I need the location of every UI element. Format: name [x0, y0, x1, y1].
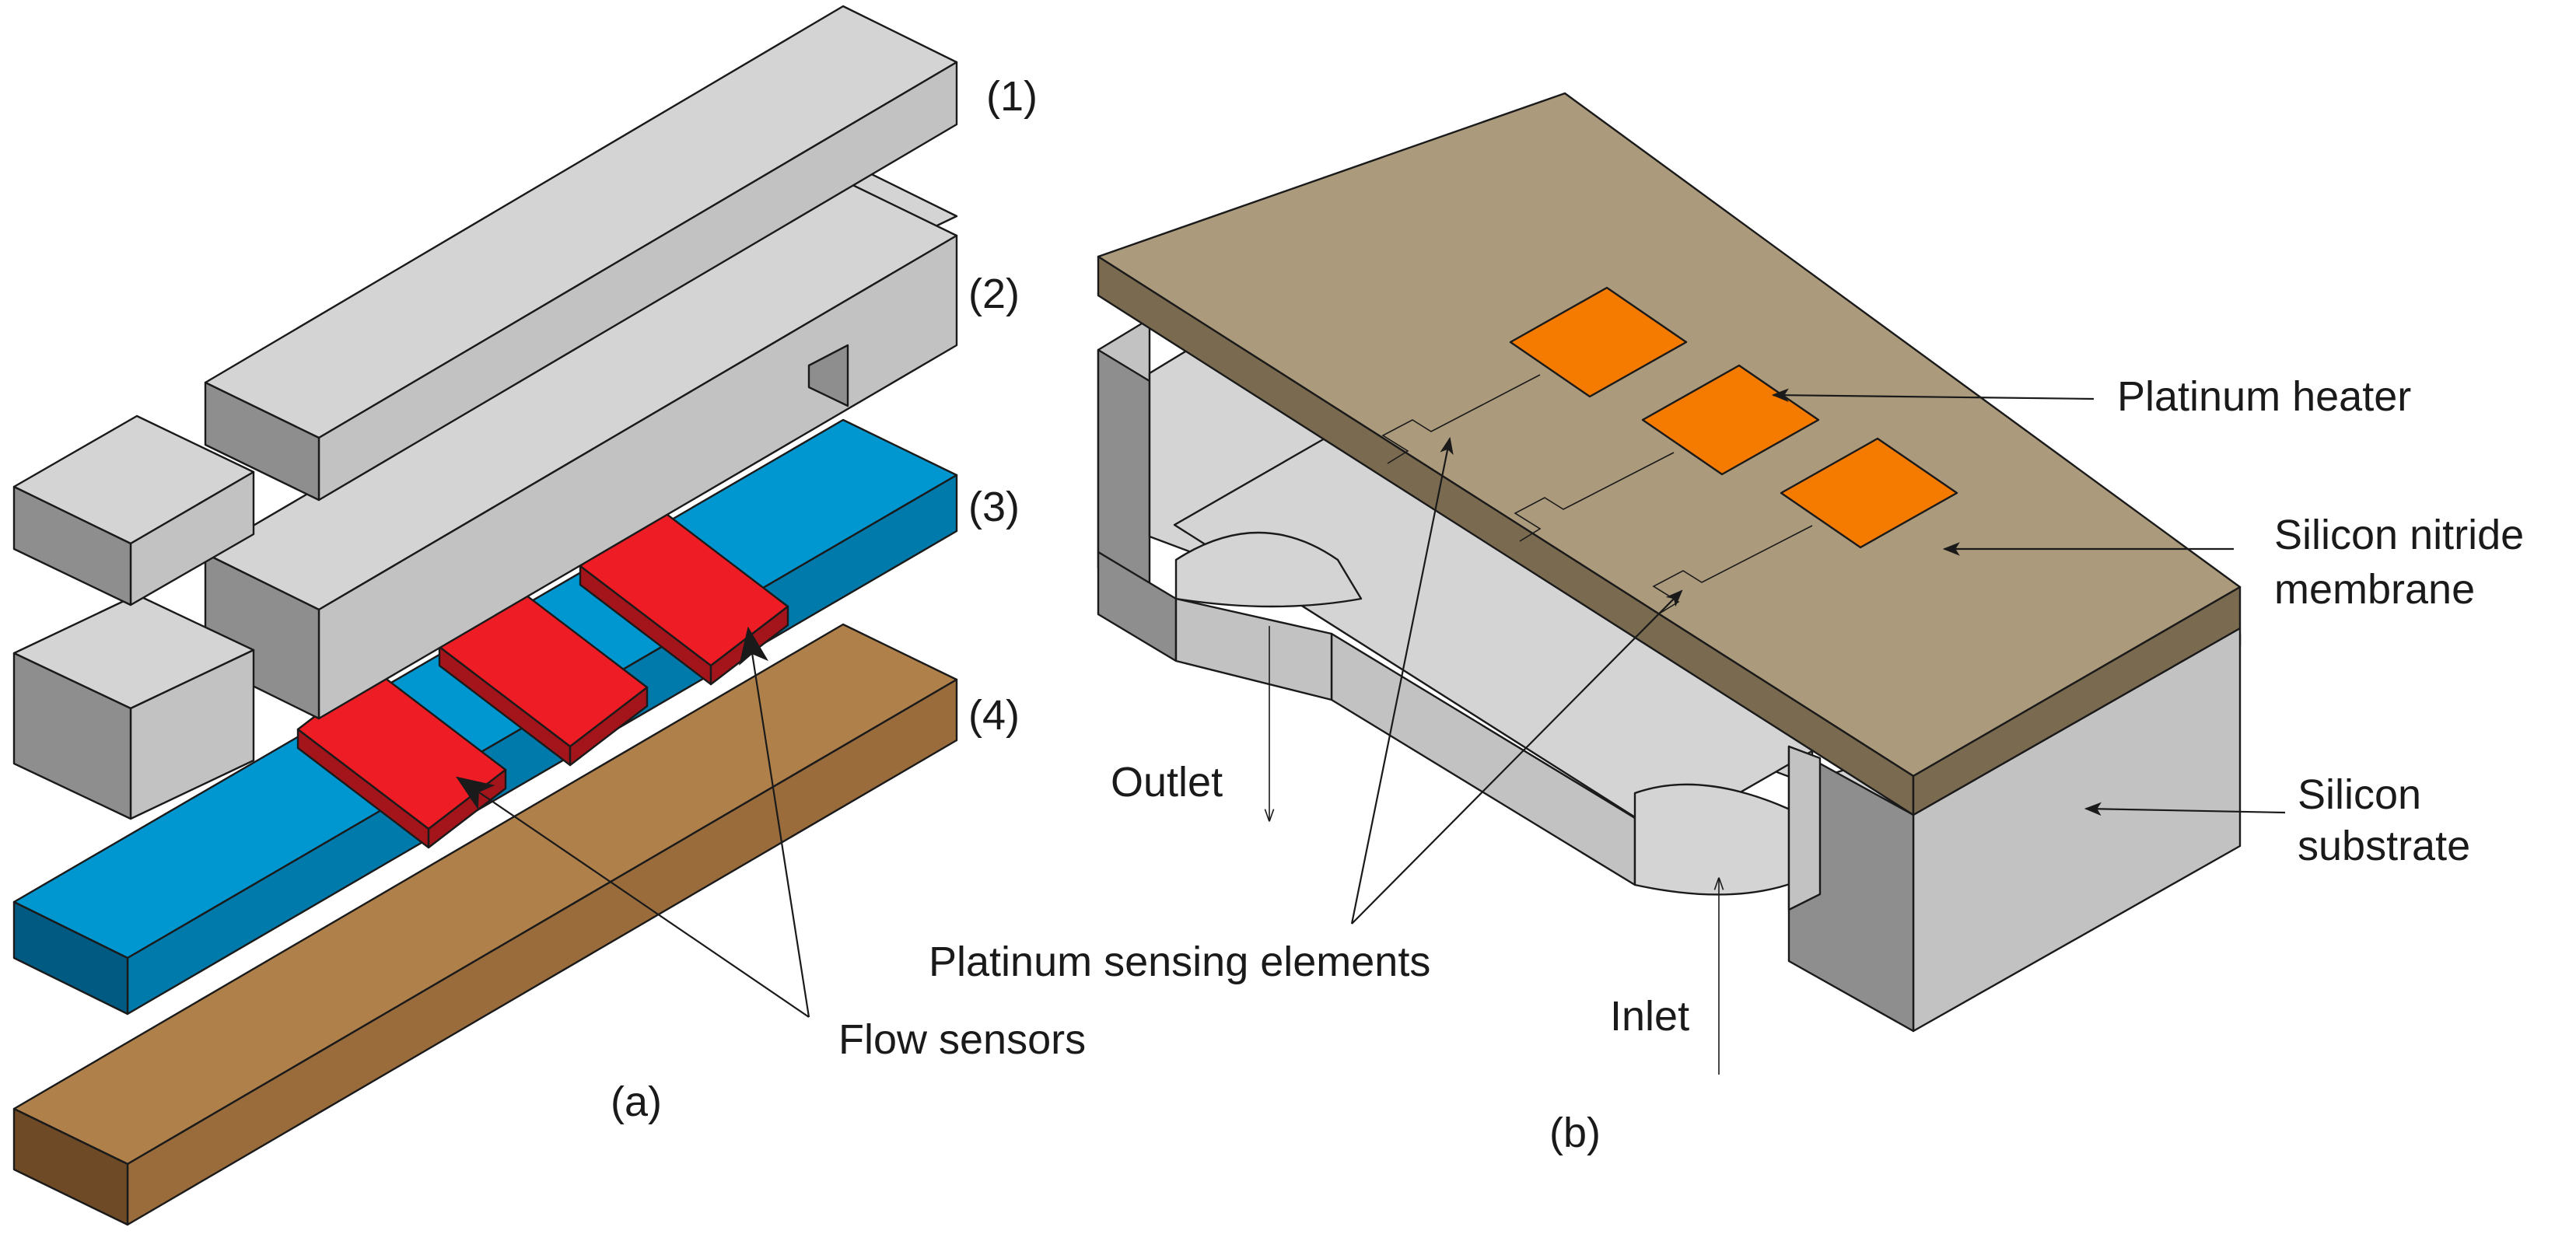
sensing-leader — [1350, 436, 1454, 925]
flow-sensor-pads — [296, 505, 789, 849]
substrate-leader — [2084, 802, 2286, 816]
layer-label: (4) — [968, 692, 1020, 739]
flow-sensor-pad — [438, 586, 649, 767]
platinum-trace — [1381, 374, 1541, 464]
layer-label: (1) — [986, 73, 1038, 120]
sensing-leader — [1351, 589, 1683, 925]
platinum-pad — [1509, 286, 1688, 398]
inlet-label: Inlet — [1610, 993, 1689, 1040]
leader-line — [739, 626, 810, 1018]
leader-line — [456, 776, 810, 1018]
membrane-label-line1: Silicon nitride — [2274, 512, 2524, 558]
substrate-label-line1: Silicon — [2298, 771, 2421, 818]
substrate-label-line2: substrate — [2298, 823, 2470, 869]
layer-label: (3) — [968, 484, 1020, 530]
heater-label: Platinum heater — [2117, 373, 2411, 420]
flow-sensors-label: Flow sensors — [838, 1016, 1086, 1063]
panel-b-caption: (b) — [1549, 1110, 1601, 1156]
layer-label: (2) — [968, 271, 1020, 317]
platinum-pad — [1780, 437, 1958, 549]
panel-a-exploded-stack: (1) (2) (3) (4) Flow sensors (a) — [12, 5, 1086, 1226]
platinum-elements — [1381, 286, 1958, 615]
layer-4-base-bar — [12, 623, 958, 1226]
panel-b-sensor-chip: Platinum heater Silicon nitride membrane… — [929, 92, 2524, 1156]
membrane-label-line2: membrane — [2274, 566, 2475, 613]
flow-sensors-leaders — [456, 626, 810, 1018]
panel-a-caption: (a) — [611, 1078, 662, 1125]
sensing-label: Platinum sensing elements — [929, 939, 1430, 985]
layer-1-lid — [12, 5, 958, 607]
outlet-label: Outlet — [1111, 759, 1223, 806]
platinum-trace — [1514, 452, 1675, 542]
heater-leader — [1771, 388, 2095, 403]
